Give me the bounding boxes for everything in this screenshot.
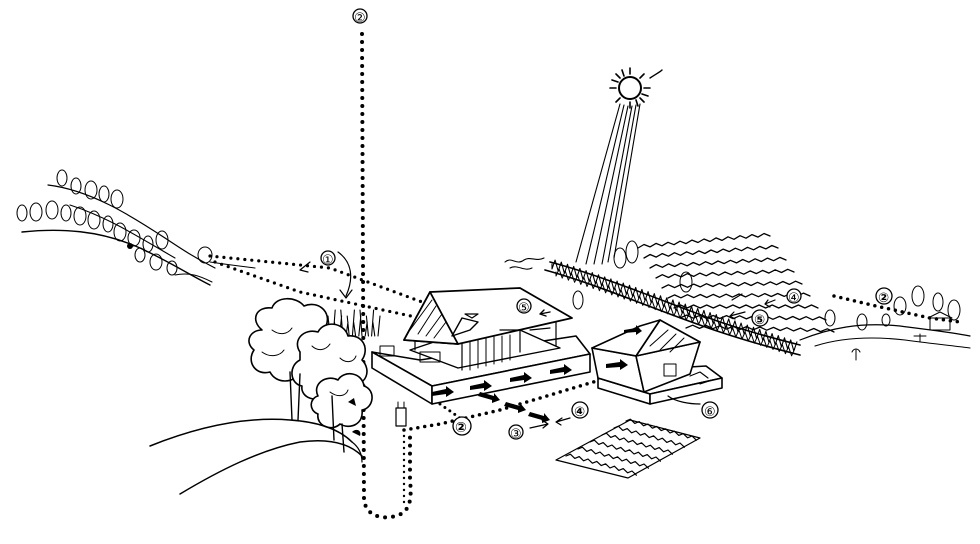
callout-5-roof-label: ⑤ (518, 301, 530, 316)
stream (149, 418, 363, 495)
callout-top-2-label: ② (354, 11, 366, 26)
hedge-scribble (551, 259, 798, 352)
callout-5-hedge: ⑤ (729, 293, 776, 328)
vertical-water-line (360, 32, 413, 520)
lower-garden-beds (555, 418, 701, 479)
garden-row (625, 418, 697, 441)
upper-crop-field (637, 232, 835, 333)
hillside-tree-cluster (16, 169, 213, 276)
callout-2-lower: ② (452, 416, 472, 436)
callout-1-label: ① (322, 253, 334, 268)
callout-2-right-label: ② (878, 291, 889, 306)
crop-row (667, 292, 811, 299)
sun-rays (575, 103, 641, 265)
callout-4-lower: ④ (555, 401, 589, 426)
wind-flow-lines (208, 251, 462, 320)
garden-row (601, 432, 673, 455)
callout-4-lower-label: ④ (574, 405, 585, 420)
hedgerow (504, 240, 801, 357)
callout-top-2: ② (352, 8, 368, 26)
callout-4-upper: ④ (786, 288, 802, 306)
hedge-scribble (555, 268, 796, 357)
crop-row (673, 304, 819, 309)
foreground-trees (248, 297, 373, 453)
crop-row (655, 268, 795, 279)
house-path (395, 378, 602, 432)
garden-row (565, 453, 637, 476)
crop-row (649, 256, 787, 269)
crop-row (643, 244, 779, 259)
callout-6-label: ⑥ (704, 405, 716, 420)
callout-2-lower-label: ② (455, 420, 467, 436)
sun (609, 67, 663, 109)
crop-row (637, 232, 771, 249)
garden-row (577, 446, 649, 469)
garden-row (589, 439, 661, 462)
callout-2-right: ② (875, 287, 893, 306)
callout-3: ③ (508, 419, 549, 442)
callout-6: ⑥ (667, 395, 719, 420)
callout-3-label: ③ (510, 427, 522, 442)
left-hillside (16, 169, 256, 286)
small-house (591, 319, 723, 405)
callout-4-upper-label: ④ (788, 291, 800, 306)
callout-5-hedge-label: ⑤ (754, 313, 765, 328)
crop-row (661, 280, 803, 289)
garden-row (613, 425, 685, 448)
callout-5-roof: ⑤ (516, 298, 532, 316)
callout-1: ① (320, 250, 336, 268)
house-flow-arrows (432, 364, 572, 397)
right-water-line (799, 285, 971, 361)
